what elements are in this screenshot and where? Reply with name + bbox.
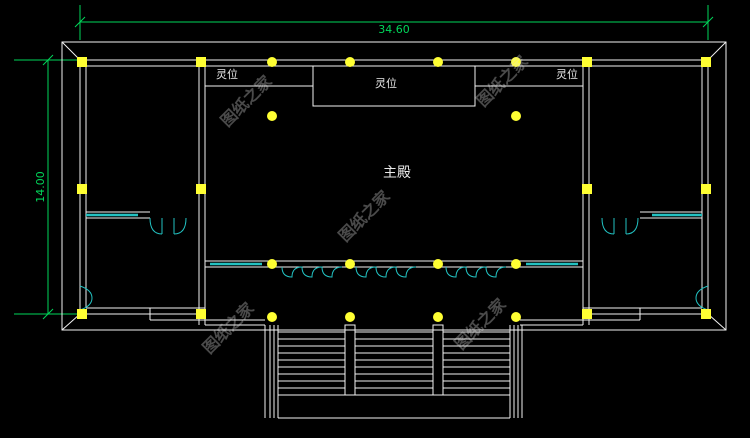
round-columns xyxy=(267,57,521,322)
width-dimension: 34.60 xyxy=(74,5,714,40)
spirit-tablet-right-label: 灵位 xyxy=(556,67,578,81)
spirit-tablet-center-label: 灵位 xyxy=(375,76,397,90)
width-dimension-label: 34.60 xyxy=(378,23,410,36)
depth-dimension-label: 14.00 xyxy=(34,171,47,203)
altar-areas xyxy=(205,65,583,107)
square-columns xyxy=(77,57,711,319)
interior-walls xyxy=(86,66,702,326)
spirit-tablet-left-label: 灵位 xyxy=(216,67,238,81)
main-hall-label: 主殿 xyxy=(383,165,411,181)
watermark: 图纸之家 xyxy=(451,294,510,353)
watermark: 图纸之家 xyxy=(335,186,394,245)
watermark: 图纸之家 xyxy=(199,298,258,357)
outer-walls xyxy=(79,59,709,315)
doors xyxy=(79,217,709,311)
depth-dimension: 14.00 xyxy=(14,54,82,320)
front-steps xyxy=(264,324,523,419)
windows xyxy=(86,213,702,266)
